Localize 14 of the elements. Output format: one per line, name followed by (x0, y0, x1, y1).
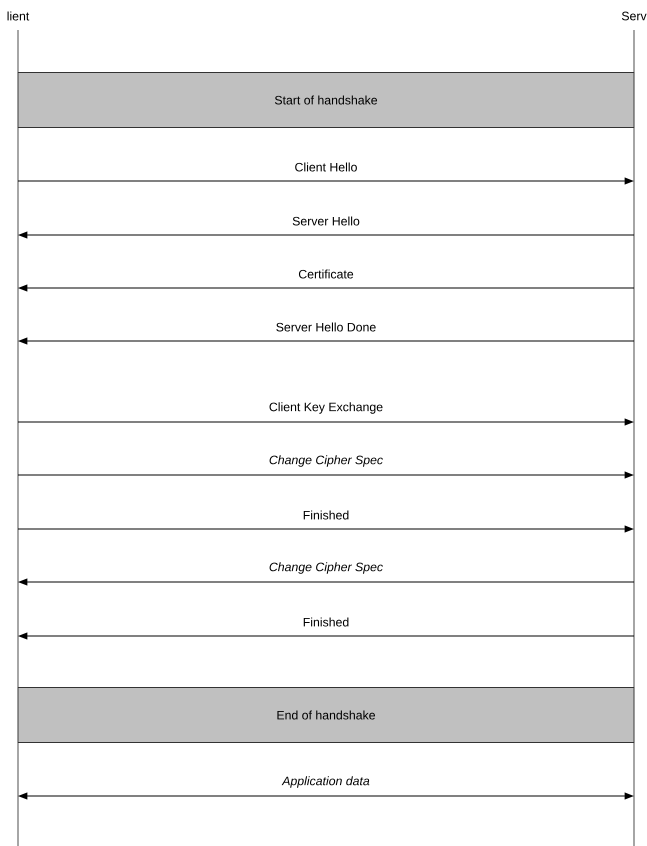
edge-label: Change Cipher Spec (268, 561, 384, 575)
edge-label: Server Hello (290, 215, 361, 227)
edge-label: Finished (302, 616, 350, 628)
edge-label: Finished (302, 509, 350, 521)
edge-label: Certificate (297, 268, 355, 280)
lifeline-label: lient (8, 12, 30, 21)
edge-label: Application data (281, 775, 371, 789)
edge-label: Client Key Exchange (268, 401, 384, 415)
edge-label: Change Cipher Spec (268, 454, 384, 468)
edge-label: Server Hello Done (274, 321, 378, 333)
phase-band: End of handshake (18, 687, 634, 743)
phase-band: Start of handshake (18, 72, 634, 128)
edge-label: Client Hello (293, 161, 359, 173)
lifeline-label: Serv (622, 12, 647, 20)
